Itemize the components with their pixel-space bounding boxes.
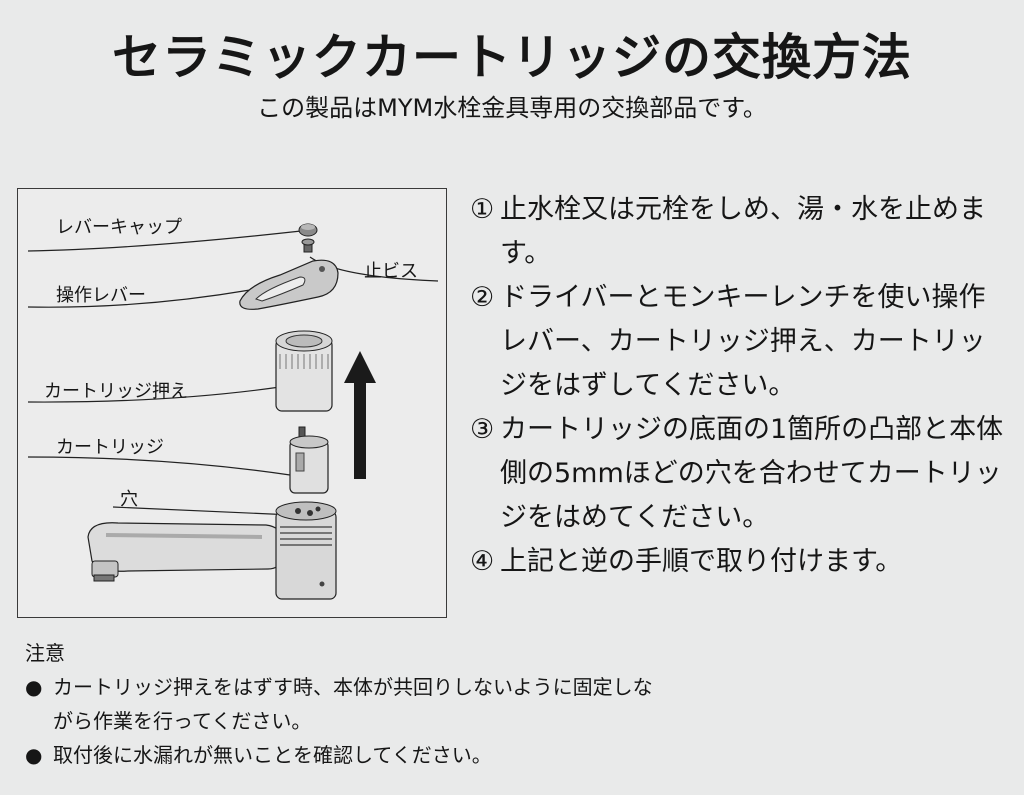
step-number: ③ (470, 414, 495, 445)
faucet-diagram: レバーキャップ 止ビス 操作レバー カートリッジ押え カートリッジ 穴 (17, 188, 447, 618)
label-cartridge-holder: カートリッジ押え (44, 381, 188, 402)
label-stop-screw: 止ビス (364, 261, 418, 282)
step-text: ドライバーとモンキーレンチを使い操作レバー、カートリッジ押え、カートリッジをはず… (500, 282, 986, 401)
faucet-exploded-illustration (27, 223, 439, 600)
step-item: ① 止水栓又は元栓をしめ、湯・水を止めます。 (470, 188, 1010, 276)
caution-text: カートリッジ押えをはずす時、本体が共回りしないように固定しながら作業を行ってくだ… (53, 675, 653, 733)
page-subtitle: この製品はMYM水栓金具専用の交換部品です。 (257, 94, 767, 122)
step-item: ④ 上記と逆の手順で取り付けます。 (470, 540, 1010, 584)
caution-notes: 注意 ● カートリッジ押えをはずす時、本体が共回りしないように固定しながら作業を… (25, 636, 665, 772)
label-lever-cap: レバーキャップ (56, 217, 182, 238)
instruction-steps: ① 止水栓又は元栓をしめ、湯・水を止めます。 ② ドライバーとモンキーレンチを使… (470, 188, 1010, 584)
faucet-body-part (87, 501, 337, 600)
caution-item: ● 取付後に水漏れが無いことを確認してください。 (25, 738, 665, 772)
step-item: ② ドライバーとモンキーレンチを使い操作レバー、カートリッジ押え、カートリッジを… (470, 276, 1010, 408)
bullet-icon: ● (25, 743, 43, 767)
label-hole: 穴 (120, 489, 138, 510)
leader-line-operating-lever (27, 289, 251, 308)
up-arrow-icon (344, 351, 376, 479)
cartridge-part (289, 426, 329, 494)
step-text: 上記と逆の手順で取り付けます。 (500, 546, 903, 577)
step-number: ② (470, 282, 495, 313)
caution-item: ● カートリッジ押えをはずす時、本体が共回りしないように固定しながら作業を行って… (25, 670, 665, 738)
leader-line-lever-cap (27, 230, 302, 252)
leader-line-cartridge (27, 456, 291, 476)
label-cartridge: カートリッジ (56, 437, 164, 458)
step-number: ④ (470, 546, 495, 577)
stop-screw-part (301, 238, 315, 253)
step-text: カートリッジの底面の1箇所の凸部と本体側の5mmほどの穴を合わせてカートリッジを… (500, 414, 1004, 533)
leader-line-hole (112, 506, 294, 516)
step-text: 止水栓又は元栓をしめ、湯・水を止めます。 (500, 194, 986, 269)
step-item: ③ カートリッジの底面の1箇所の凸部と本体側の5mmほどの穴を合わせてカートリッ… (470, 408, 1010, 540)
operating-lever-part (239, 259, 339, 310)
caution-text: 取付後に水漏れが無いことを確認してください。 (53, 743, 492, 767)
step-number: ① (470, 194, 495, 225)
lever-cap-part (298, 223, 318, 237)
page-title: セラミックカートリッジの交換方法 (111, 29, 912, 86)
cartridge-holder-part (275, 330, 333, 412)
label-operating-lever: 操作レバー (56, 285, 146, 306)
leader-line-cartridge-holder (27, 386, 281, 403)
caution-heading: 注意 (25, 641, 65, 665)
bullet-icon: ● (25, 675, 43, 699)
